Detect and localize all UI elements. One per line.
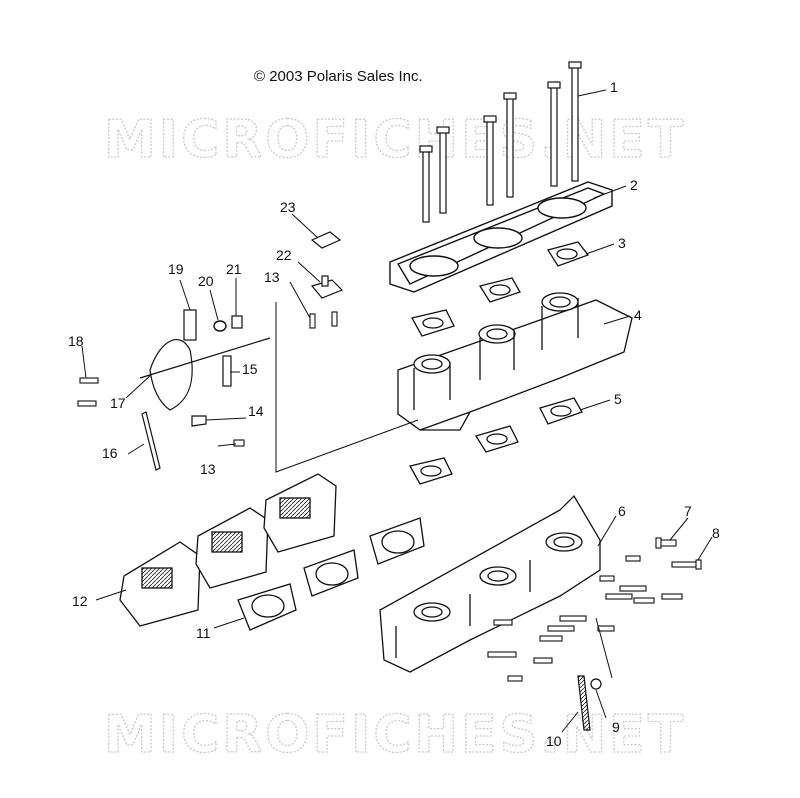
callout-13-upper: 13 [264, 269, 280, 285]
part-19-sensor[interactable] [183, 309, 197, 341]
part-1-bolts[interactable] [419, 61, 582, 223]
callout-16: 16 [102, 445, 118, 461]
part-17-harness[interactable] [139, 337, 271, 411]
callout-9: 9 [612, 719, 620, 735]
part-22-sensor[interactable] [310, 275, 344, 299]
part-5-gaskets[interactable] [409, 397, 583, 485]
watermark-bottom: MICROFICHES.NET [104, 705, 686, 765]
part-4-throttle-bodies[interactable] [397, 292, 633, 431]
callout-20: 20 [198, 273, 214, 289]
callout-2: 2 [630, 177, 638, 193]
part-6-manifold[interactable] [379, 494, 601, 673]
callout-19: 19 [168, 261, 184, 277]
part-16-rod[interactable] [141, 411, 161, 471]
callout-15: 15 [242, 361, 258, 377]
callout-17: 17 [110, 395, 126, 411]
callout-7: 7 [684, 503, 692, 519]
part-9-washer[interactable] [590, 678, 602, 690]
part-3-gaskets[interactable] [411, 241, 590, 337]
callout-13-lower: 13 [200, 461, 216, 477]
watermark-top: MICROFICHES.NET [104, 110, 686, 170]
part-20-oring[interactable] [213, 320, 227, 332]
callout-labels: 1 2 3 4 5 6 7 8 9 10 11 12 13 13 14 15 1… [68, 79, 720, 749]
callout-21: 21 [226, 261, 242, 277]
callout-6: 6 [618, 503, 626, 519]
assembly-lines [275, 302, 613, 679]
part-2-plate[interactable] [389, 181, 613, 293]
callout-12: 12 [72, 593, 88, 609]
callout-3: 3 [618, 235, 626, 251]
callout-4: 4 [634, 307, 642, 323]
callout-18: 18 [68, 333, 84, 349]
callout-1: 1 [610, 79, 618, 95]
part-11-boots[interactable] [237, 517, 425, 631]
part-23-gasket[interactable] [310, 231, 342, 249]
part-15-pin[interactable] [222, 355, 232, 387]
callout-5: 5 [614, 391, 622, 407]
callout-14: 14 [248, 403, 264, 419]
leader-lines [81, 89, 713, 733]
callout-11: 11 [196, 625, 211, 641]
copyright-notice: © 2003 Polaris Sales Inc. [254, 68, 423, 85]
small-bolts[interactable] [77, 311, 702, 682]
callout-10: 10 [546, 733, 562, 749]
part-12-reed-cages[interactable] [119, 473, 337, 627]
part-21-fitting[interactable] [231, 315, 243, 329]
callout-22: 22 [276, 247, 292, 263]
callout-23: 23 [280, 199, 296, 215]
part-10-rod[interactable] [577, 675, 591, 731]
callout-8: 8 [712, 525, 720, 541]
part-14-clip[interactable] [191, 415, 207, 427]
